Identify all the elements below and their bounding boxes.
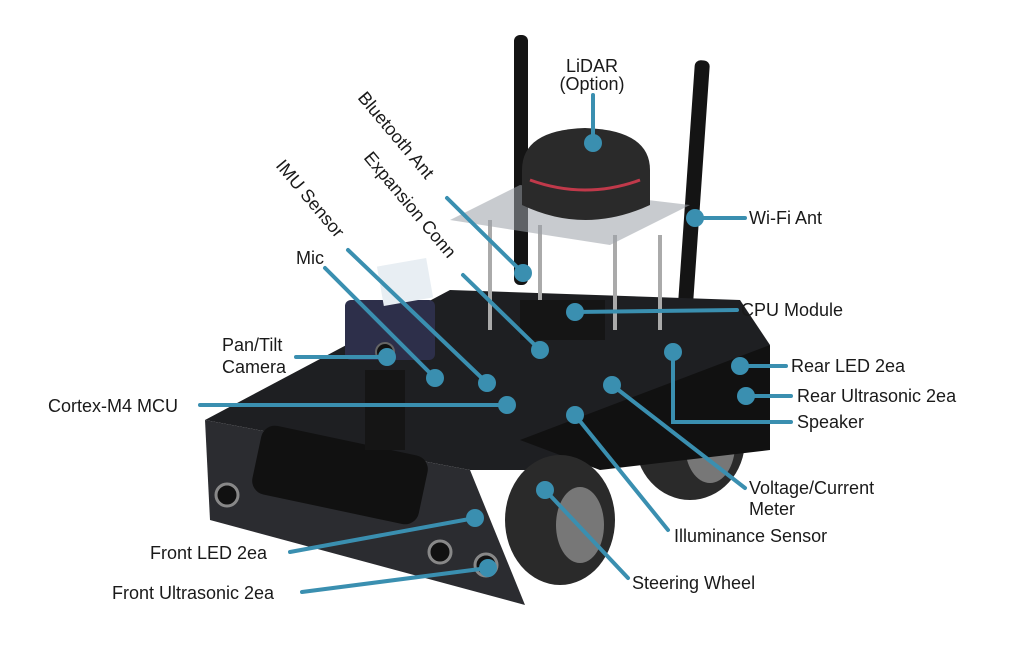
- label-imu-sensor: IMU Sensor: [272, 156, 348, 242]
- camera-housing: [345, 300, 435, 360]
- wifi-antenna: [677, 60, 710, 320]
- label-front-ultrasonic: Front Ultrasonic 2ea: [112, 583, 275, 603]
- label-cpu-module: CPU Module: [741, 300, 843, 320]
- camera-ribbon-cable: [376, 257, 434, 307]
- label-voltage-current: Voltage/Current: [749, 478, 874, 498]
- label-steering-wheel: Steering Wheel: [632, 573, 755, 593]
- label-cortex-mcu: Cortex-M4 MCU: [48, 396, 178, 416]
- robot-body: [205, 35, 770, 605]
- label-camera: Camera: [222, 357, 287, 377]
- label-speaker: Speaker: [797, 412, 864, 432]
- label-meter: Meter: [749, 499, 795, 519]
- label-wifi-ant: Wi-Fi Ant: [749, 208, 822, 228]
- chassis-side: [520, 345, 770, 470]
- lidar-stripe: [529, 178, 641, 192]
- label-lidar: LiDAR: [566, 56, 618, 76]
- label-front-led: Front LED 2ea: [150, 543, 268, 563]
- label-rear-led: Rear LED 2ea: [791, 356, 906, 376]
- front-sensor-left: [214, 482, 240, 508]
- lidar-unit: [522, 128, 650, 220]
- bumper-guard: [252, 425, 428, 525]
- front-sensor-right-a: [427, 539, 453, 565]
- cpu-module: [520, 300, 605, 340]
- label-pan-tilt: Pan/Tilt: [222, 335, 282, 355]
- label-rear-ultrasonic: Rear Ultrasonic 2ea: [797, 386, 957, 406]
- label-mic: Mic: [296, 248, 324, 268]
- label-illuminance: Illuminance Sensor: [674, 526, 827, 546]
- pan-tilt-servo: [365, 370, 405, 450]
- leader-lines: [198, 93, 793, 594]
- label-lidar-option: (Option): [559, 74, 624, 94]
